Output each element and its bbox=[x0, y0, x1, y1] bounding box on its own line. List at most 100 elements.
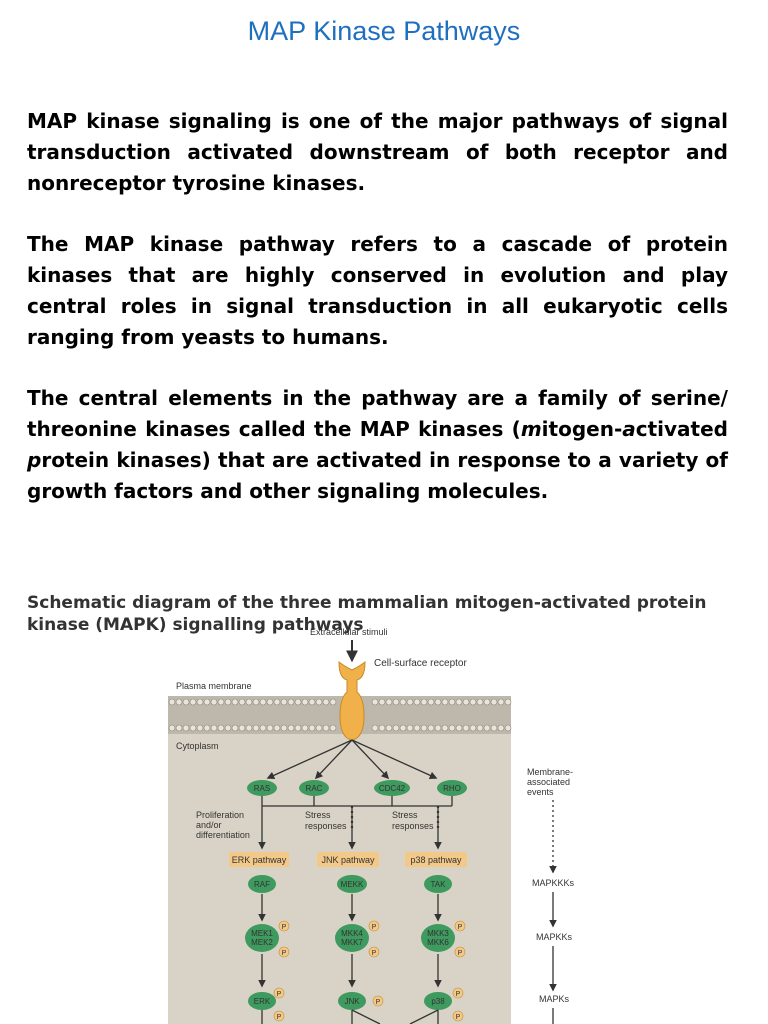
svg-text:P: P bbox=[458, 924, 463, 931]
svg-text:MKK3: MKK3 bbox=[427, 929, 449, 938]
lipid-head bbox=[434, 698, 442, 706]
lipid-head bbox=[399, 698, 407, 706]
svg-text:JNK pathway: JNK pathway bbox=[321, 855, 375, 865]
gtpase-ras: RAS bbox=[247, 780, 277, 796]
lipid-head bbox=[406, 724, 414, 732]
stress-label-2b: responses bbox=[392, 821, 434, 831]
legend-mapkks: MAPKKs bbox=[536, 932, 573, 942]
legend-membrane-2: associated bbox=[527, 777, 570, 787]
lipid-head bbox=[413, 698, 421, 706]
svg-text:P: P bbox=[458, 950, 463, 957]
figure-caption: Schematic diagram of the three mammalian… bbox=[27, 593, 707, 635]
lipid-head bbox=[329, 698, 337, 706]
lipid-head bbox=[259, 724, 267, 732]
lipid-head bbox=[392, 724, 400, 732]
lipid-head bbox=[448, 724, 456, 732]
lipid-head bbox=[455, 698, 463, 706]
lipid-head bbox=[259, 698, 267, 706]
svg-text:P: P bbox=[277, 991, 282, 998]
page-title: MAP Kinase Pathways bbox=[247, 16, 521, 46]
svg-text:p38 pathway: p38 pathway bbox=[410, 855, 462, 865]
lipid-head bbox=[308, 698, 316, 706]
node-p38: p38 bbox=[424, 992, 452, 1010]
lipid-head bbox=[427, 724, 435, 732]
svg-text:MKK6: MKK6 bbox=[427, 938, 449, 947]
plasma-membrane-label: Plasma membrane bbox=[176, 681, 252, 691]
receptor-label: Cell-surface receptor bbox=[374, 658, 467, 669]
node-mkk3-mkk6: MKK3 MKK6 bbox=[421, 924, 455, 952]
svg-text:RAC: RAC bbox=[306, 784, 323, 793]
lipid-head bbox=[483, 698, 491, 706]
lipid-head bbox=[371, 724, 379, 732]
lipid-head bbox=[462, 698, 470, 706]
proliferation-label-3: differentiation bbox=[196, 830, 250, 840]
lipid-head bbox=[448, 698, 456, 706]
lipid-head bbox=[329, 724, 337, 732]
lipid-head bbox=[294, 724, 302, 732]
paragraph-intro: MAP kinase signaling is one of the major… bbox=[27, 109, 728, 195]
lipid-head bbox=[273, 724, 281, 732]
lipid-head bbox=[497, 724, 505, 732]
downstream-lines bbox=[261, 1009, 439, 1024]
gtpase-rac: RAC bbox=[299, 780, 329, 796]
p3-itogen: itogen- bbox=[541, 417, 623, 441]
lipid-head bbox=[217, 724, 225, 732]
node-mkk4-mkk7: MKK4 MKK7 bbox=[335, 924, 369, 952]
lipid-head bbox=[175, 724, 183, 732]
lipid-head bbox=[420, 724, 428, 732]
lipid-head bbox=[175, 698, 183, 706]
lipid-head bbox=[413, 724, 421, 732]
lipid-head bbox=[182, 724, 190, 732]
lipid-head bbox=[231, 724, 239, 732]
receptor-arrows bbox=[266, 739, 438, 780]
lipid-head bbox=[322, 698, 330, 706]
lipid-head bbox=[371, 698, 379, 706]
lipid-head bbox=[252, 724, 260, 732]
lipid-head bbox=[224, 724, 232, 732]
legend-mapks: MAPKs bbox=[539, 994, 570, 1004]
mapk-pathway-diagram: Extracellular stimuli Cell-surface recep… bbox=[168, 627, 575, 1024]
svg-text:ERK: ERK bbox=[254, 997, 271, 1006]
lipid-head bbox=[441, 724, 449, 732]
node-erk: ERK bbox=[248, 992, 276, 1010]
svg-text:MKK7: MKK7 bbox=[341, 938, 363, 947]
lipid-head bbox=[476, 698, 484, 706]
lipid-head bbox=[266, 724, 274, 732]
mapkkk-to-mapkk-arrows bbox=[258, 894, 442, 922]
lipid-head bbox=[196, 724, 204, 732]
lipid-head bbox=[168, 698, 176, 706]
lipid-head bbox=[280, 698, 288, 706]
node-tak: TAK bbox=[424, 875, 452, 893]
lipid-head bbox=[420, 698, 428, 706]
erk-pathway-label: ERK pathway bbox=[229, 852, 289, 867]
svg-text:MEKK: MEKK bbox=[341, 880, 364, 889]
lipid-head bbox=[301, 698, 309, 706]
lipid-head bbox=[378, 724, 386, 732]
gtpase-rho: RHO bbox=[437, 780, 467, 796]
lipid-head bbox=[476, 724, 484, 732]
stress-label-2a: Stress bbox=[392, 810, 418, 820]
lipid-head bbox=[315, 724, 323, 732]
legend-mapkkks: MAPKKKs bbox=[532, 878, 575, 888]
lipid-head bbox=[497, 698, 505, 706]
lipid-head bbox=[217, 698, 225, 706]
svg-text:P: P bbox=[376, 999, 381, 1006]
node-jnk: JNK bbox=[338, 992, 366, 1010]
svg-text:P: P bbox=[456, 991, 461, 998]
mapkk-to-mapk-arrows bbox=[258, 954, 442, 988]
paragraph-central-elements: The central elements in the pathway are … bbox=[27, 383, 728, 507]
svg-text:P: P bbox=[372, 950, 377, 957]
p3-text-before: The central elements in the pathway are … bbox=[27, 386, 728, 441]
svg-text:P: P bbox=[456, 1014, 461, 1021]
lipid-head bbox=[490, 698, 498, 706]
cytoplasm-label: Cytoplasm bbox=[176, 741, 219, 751]
lipid-head bbox=[245, 698, 253, 706]
lipid-head bbox=[245, 724, 253, 732]
lipid-head bbox=[189, 698, 197, 706]
lipid-head bbox=[280, 724, 288, 732]
lipid-head bbox=[385, 724, 393, 732]
lipid-head bbox=[392, 698, 400, 706]
proliferation-label-2: and/or bbox=[196, 820, 222, 830]
node-mekk: MEKK bbox=[337, 875, 367, 893]
svg-text:MEK2: MEK2 bbox=[251, 938, 273, 947]
